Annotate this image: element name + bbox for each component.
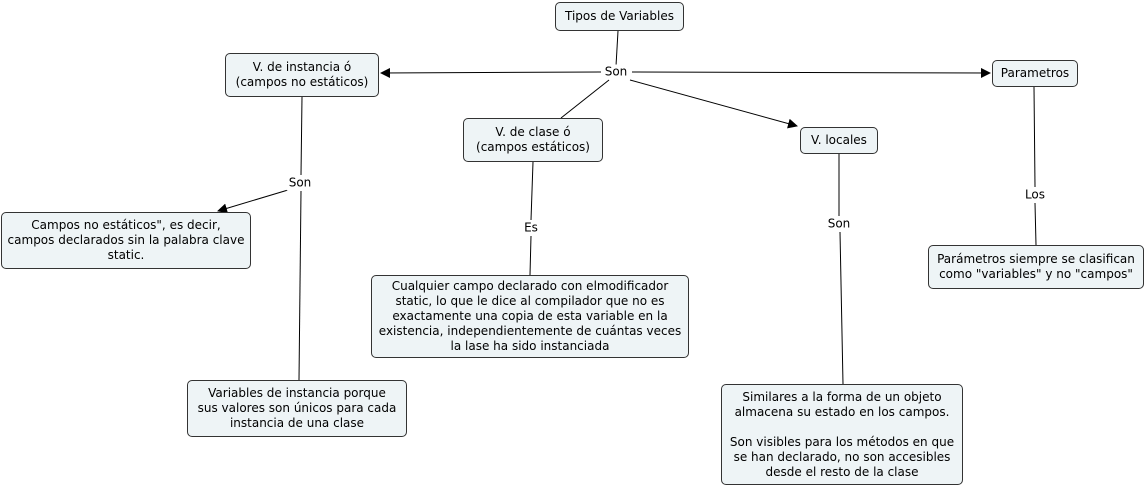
node-text-line: static. bbox=[107, 248, 145, 262]
node-text-line: Parámetros siempre se clasifican bbox=[937, 252, 1135, 266]
node-text-line: campos declarados sin la palabra clave bbox=[7, 233, 245, 247]
edge-los-to-parametros-siempre bbox=[1034, 202, 1037, 246]
node-text-line: (campos no estáticos) bbox=[235, 75, 369, 89]
node-text-line: Parametros bbox=[1000, 66, 1070, 80]
link-label-es-clase: Es bbox=[522, 220, 540, 236]
edge-son-to-instancia bbox=[380, 67, 602, 78]
node-variables-de-clase[interactable]: V. de clase ó(campos estáticos) bbox=[463, 118, 603, 162]
edge-son-to-campos-no-estaticos bbox=[217, 189, 289, 214]
node-variables-locales[interactable]: V. locales bbox=[800, 127, 878, 154]
link-label-los-parametros: Los bbox=[1022, 187, 1048, 203]
node-text-line: Cualquier campo declarado con elmodifica… bbox=[391, 279, 669, 293]
edge-son-to-clase bbox=[560, 79, 610, 119]
link-label-son-instancia: Son bbox=[286, 175, 314, 191]
node-text-line: la lase ha sido instanciada bbox=[450, 339, 610, 353]
node-text-line: se han declarado, no son accesibles bbox=[733, 449, 951, 464]
node-text-line: sus valores son únicos para cada bbox=[197, 401, 397, 415]
node-text-line: static, lo que le dice al compilador que… bbox=[395, 294, 665, 308]
node-parametros[interactable]: Parametros bbox=[992, 60, 1078, 87]
node-tipos-de-variables[interactable]: Tipos de Variables bbox=[555, 2, 684, 31]
edge-son-to-parametros bbox=[631, 67, 991, 78]
node-text-line: V. locales bbox=[811, 133, 867, 147]
node-text-line: V. de instancia ó bbox=[252, 60, 352, 74]
node-text-line: Tipos de Variables bbox=[565, 9, 674, 23]
node-text-line: Campos no estáticos", es decir, bbox=[31, 218, 221, 232]
node-text-line: (campos estáticos) bbox=[476, 140, 590, 154]
node-text-line: como "variables" y no "campos" bbox=[939, 267, 1133, 281]
node-text-line: instancia de una clase bbox=[229, 416, 365, 430]
node-text-line: Similares a la forma de un objeto bbox=[742, 389, 942, 404]
edge-tipos-to-son bbox=[615, 30, 619, 67]
node-text-line: exactamente una copia de esta variable e… bbox=[392, 309, 668, 323]
node-text-line: desde el resto de la clase bbox=[765, 464, 919, 479]
link-label-son-main: Son bbox=[602, 64, 630, 80]
node-text-line: almacena su estado en los campos. bbox=[734, 404, 950, 419]
node-cualquier-campo-static[interactable]: Cualquier campo declarado con elmodifica… bbox=[371, 275, 689, 358]
edge-son-to-similares bbox=[839, 231, 844, 385]
node-text-line: V. de clase ó bbox=[495, 125, 571, 139]
node-text-line: Variables de instancia porque bbox=[208, 386, 386, 400]
node-campos-no-estaticos[interactable]: Campos no estáticos", es decir,campos de… bbox=[1, 212, 251, 269]
edge-es-to-cualquier-campo bbox=[529, 235, 532, 276]
edge-clase-to-es bbox=[530, 161, 534, 221]
edge-son-to-locales bbox=[629, 79, 798, 129]
node-variables-de-instancia[interactable]: V. de instancia ó(campos no estáticos) bbox=[225, 53, 379, 97]
edge-son-to-variables-instancia bbox=[298, 190, 302, 381]
link-label-son-locales: Son bbox=[825, 216, 853, 232]
edge-parametros-to-los bbox=[1033, 86, 1036, 188]
node-text-line: existencia, independientemente de cuánta… bbox=[378, 324, 682, 338]
edge-instancia-to-son bbox=[300, 96, 303, 176]
node-text-line: Son visibles para los métodos en que bbox=[729, 434, 955, 449]
